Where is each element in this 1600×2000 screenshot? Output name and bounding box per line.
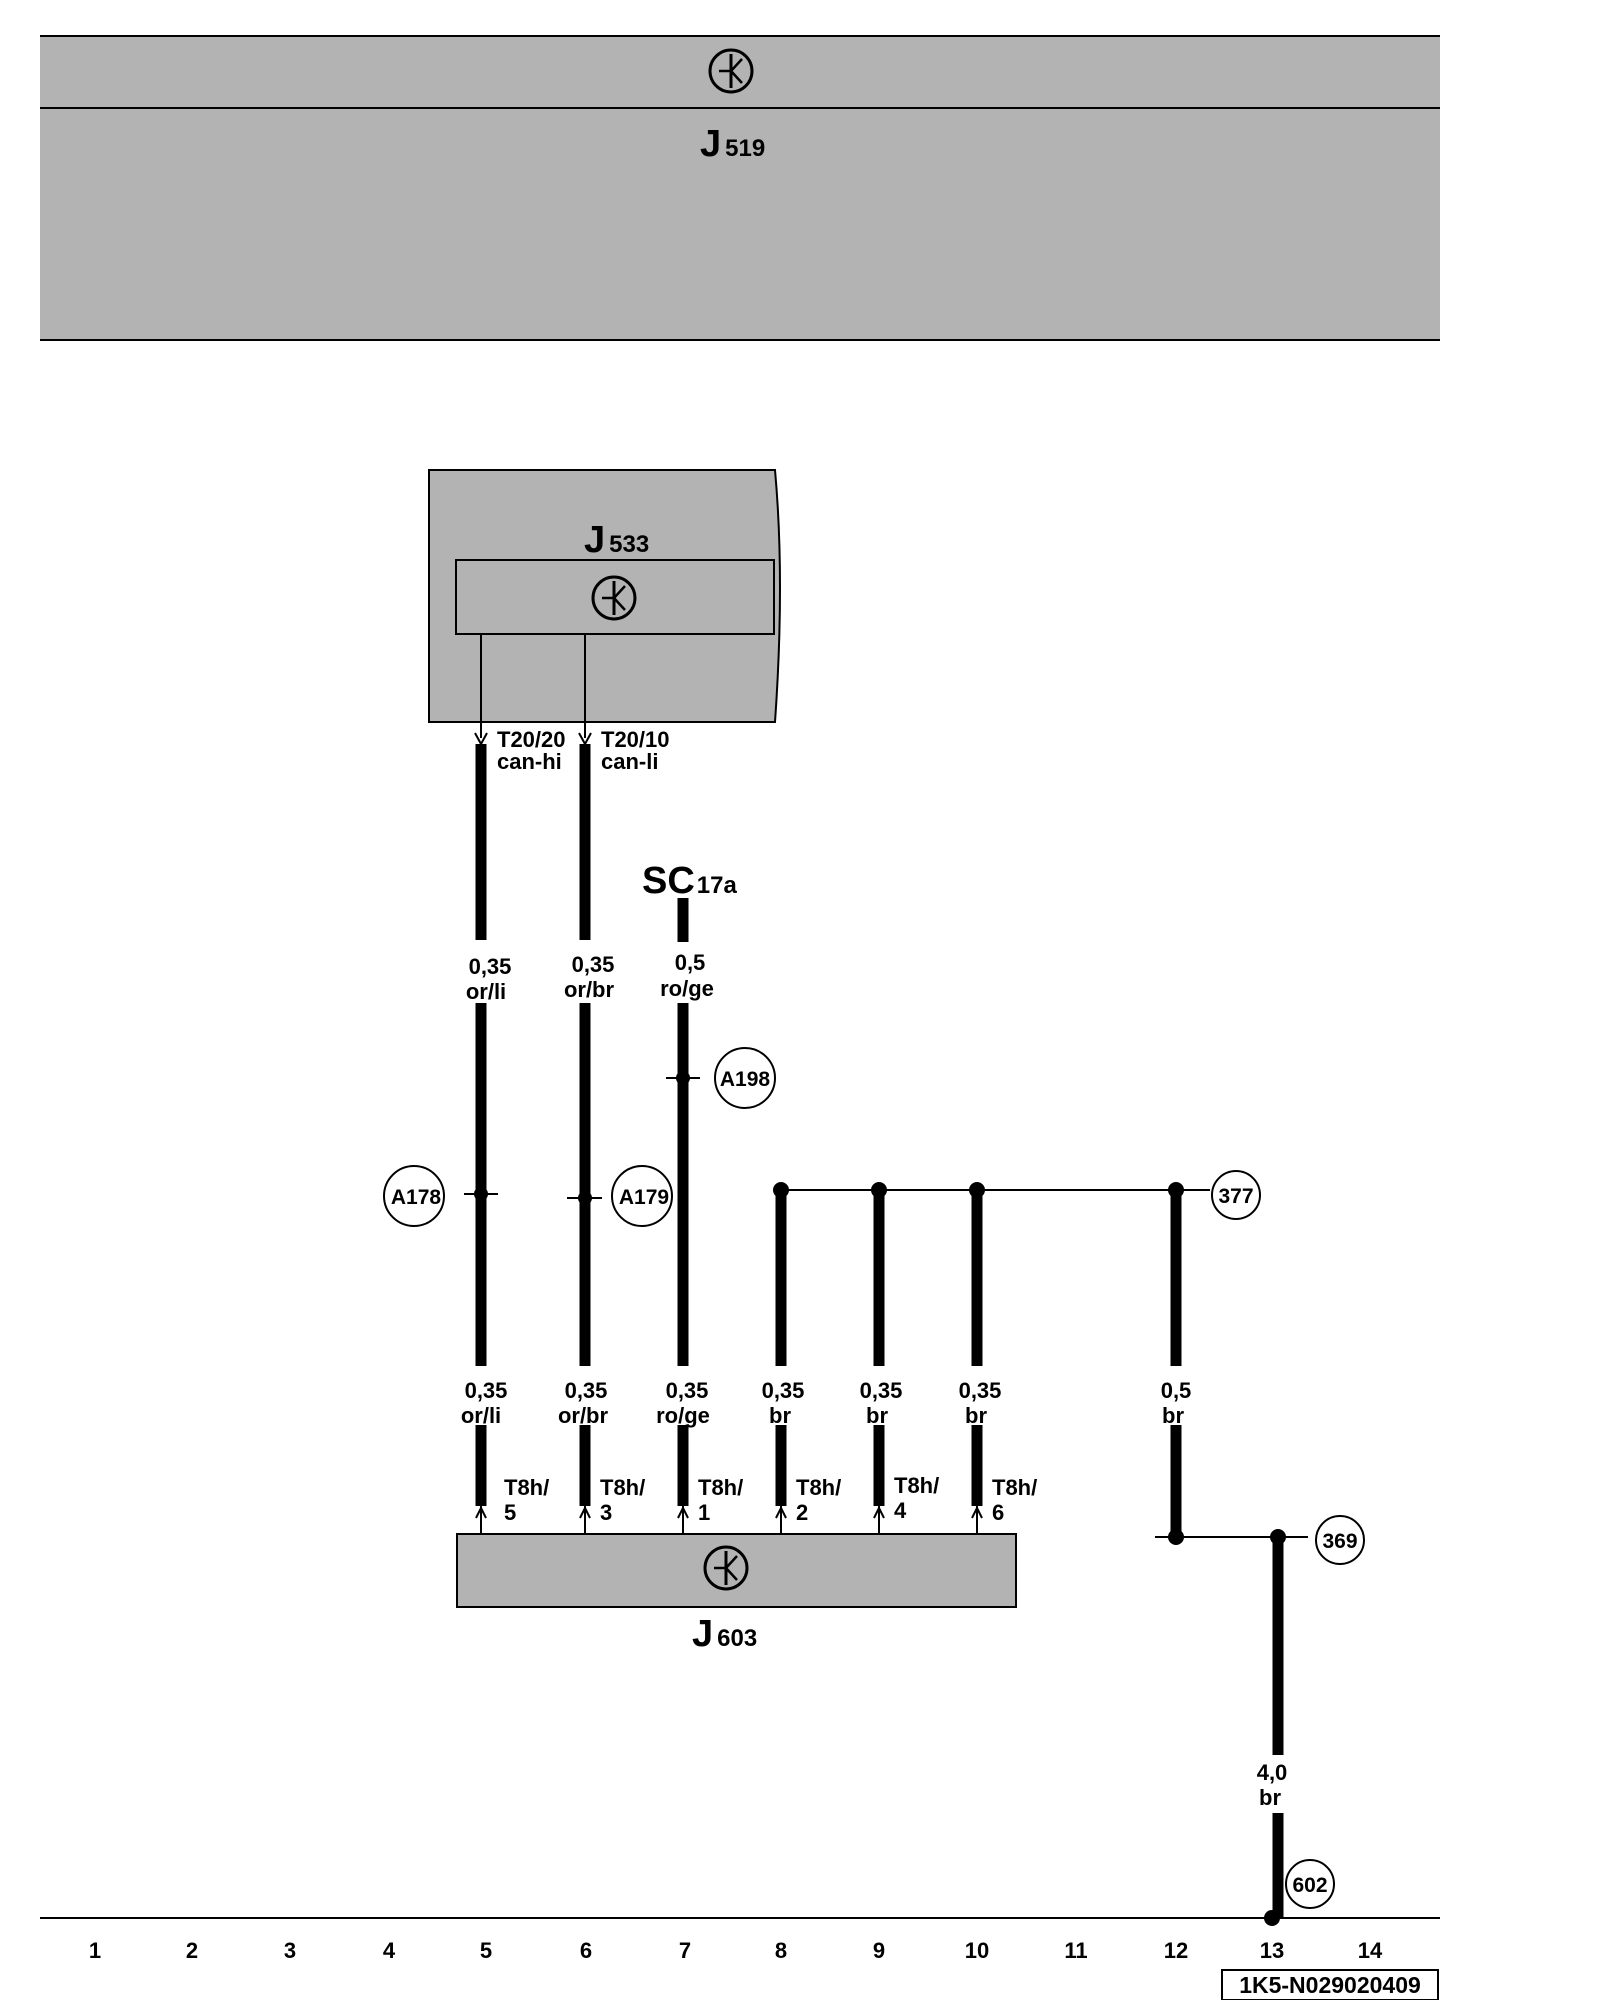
svg-text:602: 602 <box>1292 1874 1327 1897</box>
document-id-box: 1K5-N029020409 <box>1221 1969 1439 2000</box>
wire-size: 0,35 <box>469 954 512 979</box>
pin-num: 4 <box>894 1498 907 1523</box>
wire-size: 0,35 <box>565 1378 608 1403</box>
wire-color: or/li <box>461 1403 501 1428</box>
connection-602: 602 <box>1285 1859 1335 1909</box>
connection-369: 369 <box>1315 1515 1365 1565</box>
wire-color: or/br <box>558 1403 609 1428</box>
signal-can-li: can-li <box>601 749 658 774</box>
pin-t8h-2: T8h/ <box>796 1475 841 1500</box>
signal-can-hi: can-hi <box>497 749 562 774</box>
svg-text:A178: A178 <box>391 1186 442 1209</box>
wire-color: or/li <box>466 979 506 1004</box>
svg-text:6: 6 <box>580 1938 592 1963</box>
pin-t8h-1: T8h/ <box>698 1475 743 1500</box>
wire-size: 0,35 <box>762 1378 805 1403</box>
wire-size: 0,35 <box>959 1378 1002 1403</box>
pin-num: 5 <box>504 1500 516 1525</box>
wire-size: 4,0 <box>1257 1760 1288 1785</box>
connection-a198: A198 <box>666 1047 776 1109</box>
wire-size: 0,35 <box>465 1378 508 1403</box>
pin-arrows <box>475 1505 983 1534</box>
connection-a178: A178 <box>383 1165 498 1227</box>
pin-num: 6 <box>992 1500 1004 1525</box>
svg-text:11: 11 <box>1064 1938 1087 1963</box>
wire-color: br <box>866 1403 888 1428</box>
sc17a-label: SC17a <box>642 860 737 902</box>
pin-num: 2 <box>796 1500 808 1525</box>
svg-text:3: 3 <box>284 1938 296 1963</box>
wire-color: br <box>769 1403 791 1428</box>
svg-text:5: 5 <box>480 1938 492 1963</box>
wire-size: 0,5 <box>675 950 706 975</box>
svg-text:377: 377 <box>1218 1185 1253 1208</box>
pin-t8h-6: T8h/ <box>992 1475 1037 1500</box>
wire-size: 0,35 <box>860 1378 903 1403</box>
can-bus-icon <box>708 48 754 94</box>
pin-t20-10: T20/10 <box>601 727 670 752</box>
svg-text:1: 1 <box>89 1938 101 1963</box>
svg-text:369: 369 <box>1322 1530 1357 1553</box>
pin-num: 1 <box>698 1500 710 1525</box>
pin-num: 3 <box>600 1500 612 1525</box>
svg-text:A179: A179 <box>619 1186 669 1209</box>
connection-377: 377 <box>1211 1170 1261 1220</box>
wire-color: or/br <box>564 977 615 1002</box>
pin-t8h-4: T8h/ <box>894 1473 939 1498</box>
wire-size: 0,35 <box>666 1378 709 1403</box>
wire-color: br <box>1259 1785 1281 1810</box>
can-bus-icon <box>591 575 637 621</box>
wire-color: br <box>965 1403 987 1428</box>
pin-t8h-5: T8h/ <box>504 1475 549 1500</box>
svg-text:1K5-N029020409: 1K5-N029020409 <box>1239 1972 1421 1998</box>
wire-color: br <box>1162 1403 1184 1428</box>
svg-text:2: 2 <box>186 1938 198 1963</box>
pin-t20-20: T20/20 <box>497 727 566 752</box>
svg-text:4: 4 <box>383 1938 396 1963</box>
svg-text:13: 13 <box>1260 1938 1284 1963</box>
pin-t8h-3: T8h/ <box>600 1475 645 1500</box>
svg-text:A198: A198 <box>720 1068 771 1091</box>
column-numbers: 1 2 3 4 5 6 7 8 9 10 11 12 13 14 <box>89 1938 1383 1963</box>
wire-color: ro/ge <box>660 976 714 1001</box>
wire-size: 0,5 <box>1161 1378 1192 1403</box>
junction-dots <box>773 1182 1286 1926</box>
svg-text:14: 14 <box>1358 1938 1383 1963</box>
svg-text:9: 9 <box>873 1938 885 1963</box>
wires <box>475 744 1284 1918</box>
wire-size: 0,35 <box>572 952 615 977</box>
wire-color: ro/ge <box>656 1403 710 1428</box>
svg-text:8: 8 <box>775 1938 787 1963</box>
svg-text:10: 10 <box>965 1938 989 1963</box>
svg-text:7: 7 <box>679 1938 691 1963</box>
connection-a179: A179 <box>567 1165 673 1227</box>
svg-text:12: 12 <box>1164 1938 1188 1963</box>
can-bus-icon <box>703 1545 749 1591</box>
